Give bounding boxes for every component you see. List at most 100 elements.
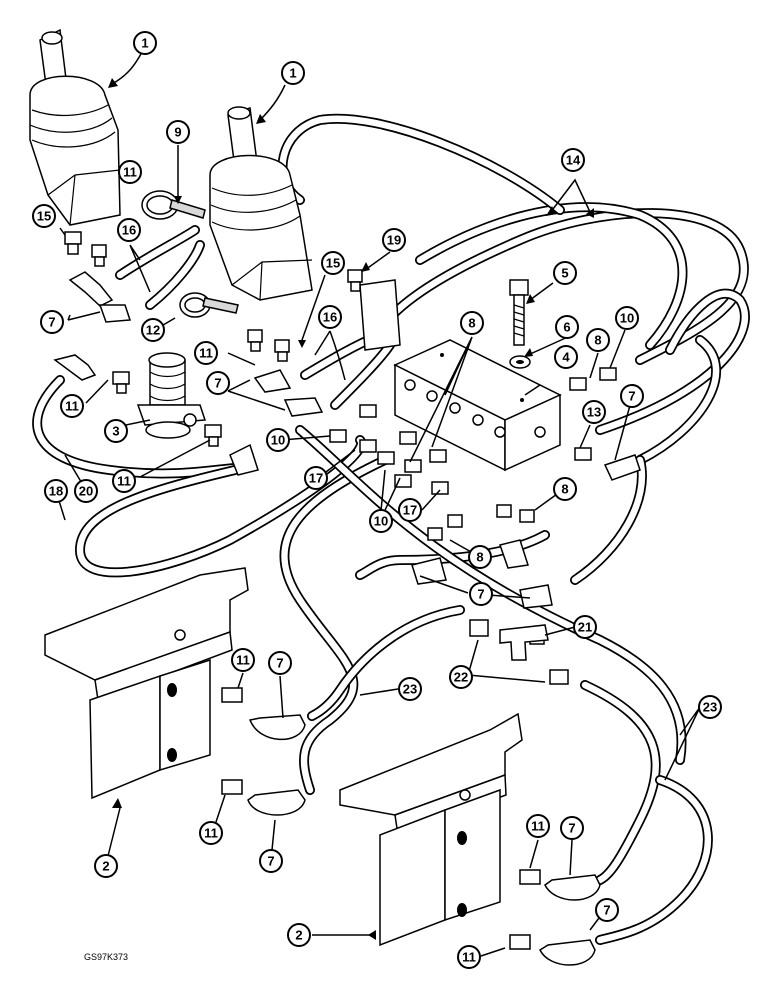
callout-16: 16 [117,218,141,242]
callout-11: 11 [457,945,481,969]
callout-11: 11 [199,821,223,845]
svg-text:1: 1 [141,36,148,51]
joystick-right [209,106,313,301]
svg-text:11: 11 [531,819,545,834]
callout-7: 7 [560,816,584,840]
callout-23: 23 [698,695,722,719]
callout-11: 11 [231,648,255,672]
callout-16: 16 [318,305,342,329]
callout-22: 22 [449,665,473,689]
callout-8: 8 [460,311,484,335]
callout-7: 7 [40,310,64,334]
svg-text:4: 4 [562,350,570,365]
callout-5: 5 [553,261,577,285]
svg-text:9: 9 [174,125,181,140]
leader-arrowheads [108,78,594,940]
callout-7: 7 [469,582,493,606]
callout-7: 7 [595,898,619,922]
mounting-plate [359,279,401,351]
callout-4: 4 [554,345,578,369]
bolt [509,279,529,346]
svg-text:12: 12 [146,323,160,338]
callout-14: 14 [561,148,585,172]
svg-text:11: 11 [65,399,79,414]
svg-text:20: 20 [79,484,93,499]
callout-10: 10 [266,428,290,452]
callout-12: 12 [141,318,165,342]
svg-text:15: 15 [326,256,340,271]
svg-text:7: 7 [267,854,274,869]
callout-21: 21 [573,615,597,639]
bracket-right [339,712,523,947]
callout-15: 15 [32,204,56,228]
svg-text:17: 17 [309,471,323,486]
svg-text:11: 11 [199,346,213,361]
callout-23: 23 [398,677,422,701]
svg-text:16: 16 [323,310,337,325]
callout-7: 7 [620,384,644,408]
svg-text:15: 15 [37,209,51,224]
svg-text:11: 11 [204,826,218,841]
callout-3: 3 [104,419,128,443]
svg-text:13: 13 [587,405,601,420]
hose-lower-set [32,375,713,945]
callout-7: 7 [259,849,283,873]
svg-text:1: 1 [289,66,296,81]
svg-text:7: 7 [477,587,484,602]
callout-15: 15 [321,251,345,275]
callout-2: 2 [94,854,118,878]
svg-text:7: 7 [276,656,283,671]
svg-text:16: 16 [122,223,136,238]
callout-10: 10 [615,306,639,330]
svg-text:19: 19 [387,233,401,248]
svg-text:7: 7 [214,376,221,391]
svg-text:21: 21 [578,620,592,635]
svg-text:8: 8 [594,333,601,348]
swivel-fitting [136,352,207,439]
svg-text:14: 14 [566,153,581,168]
svg-text:7: 7 [628,389,635,404]
svg-text:2: 2 [102,859,109,874]
svg-text:7: 7 [568,821,575,836]
svg-text:11: 11 [123,165,137,180]
callout-1: 1 [281,61,305,85]
callout-18: 18 [44,479,68,503]
callout-2: 2 [287,923,311,947]
callout-11: 11 [118,160,142,184]
callout-10: 10 [369,509,393,533]
callout-7: 7 [206,371,230,395]
callout-20: 20 [74,479,98,503]
svg-text:17: 17 [403,503,417,518]
callout-13: 13 [582,400,606,424]
svg-text:11: 11 [236,653,250,668]
callout-19: 19 [382,228,406,252]
callout-17: 17 [304,466,328,490]
svg-text:8: 8 [468,316,475,331]
reference-code: GS97K373 [84,952,128,962]
svg-text:11: 11 [117,474,131,489]
callout-8: 8 [468,545,492,569]
valve-block [393,339,562,472]
callouts: 1 1 9 11 14 15 16 19 15 5 7 12 16 8 6 8 … [32,31,722,969]
svg-text:8: 8 [476,550,483,565]
svg-text:7: 7 [48,315,55,330]
svg-text:18: 18 [49,484,63,499]
svg-text:11: 11 [462,950,476,965]
callout-8: 8 [553,477,577,501]
callout-11: 11 [526,814,550,838]
callout-8: 8 [586,328,610,352]
svg-text:23: 23 [403,682,417,697]
svg-text:8: 8 [561,482,568,497]
fittings [53,231,641,966]
svg-text:10: 10 [620,311,634,326]
hose-clamp-upper [141,190,206,220]
callout-17: 17 [398,498,422,522]
svg-text:7: 7 [603,903,610,918]
joystick-left [29,28,121,226]
callout-6: 6 [555,315,579,339]
callout-11: 11 [194,341,218,365]
hose-short-set [115,225,395,410]
callout-11: 11 [112,469,136,493]
hose-loop-upper [277,113,750,465]
